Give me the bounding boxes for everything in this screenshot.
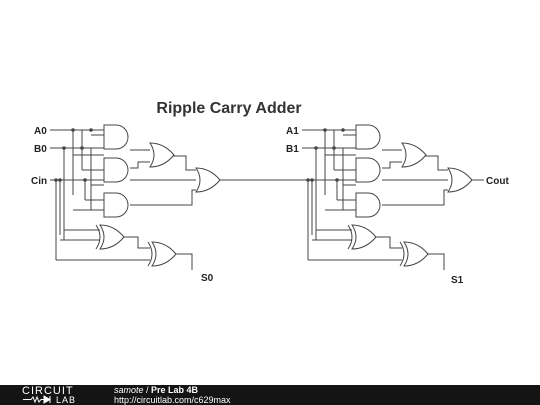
- wire: [124, 236, 193, 270]
- and-gate: [103, 192, 129, 218]
- circuitlab-logo[interactable]: CIRCUIT LAB: [22, 385, 102, 405]
- path-separator: /: [143, 385, 152, 395]
- and-gate: [355, 192, 381, 218]
- wire: [50, 129, 308, 261]
- xor-gate: [399, 241, 429, 267]
- output-label-s0: S0: [201, 273, 214, 284]
- wire: [376, 236, 445, 270]
- footer-title-line: samote / Pre Lab 4B: [114, 385, 198, 395]
- junction-dots: [54, 128, 93, 182]
- project-url-link[interactable]: http://circuitlab.com/c629max: [114, 395, 231, 405]
- full-adder-stage-0: A0 B0 Cin S0: [31, 124, 308, 284]
- or-gate: [149, 142, 175, 168]
- input-label-a1: A1: [286, 126, 299, 137]
- or-gate: [401, 142, 427, 168]
- xor-gate: [147, 241, 177, 267]
- or-gate: [195, 167, 221, 193]
- xor-gate: [95, 224, 125, 250]
- and-gate: [355, 157, 381, 183]
- footer-bar: CIRCUIT LAB samote / Pre Lab 4B http://c…: [0, 385, 540, 405]
- and-gate: [355, 124, 381, 150]
- diode-icon: [23, 395, 51, 404]
- output-label-cout: Cout: [486, 176, 509, 187]
- logo-text-bottom: LAB: [56, 395, 77, 405]
- diagram-title: Ripple Carry Adder: [156, 100, 301, 117]
- input-label-b0: B0: [34, 144, 47, 155]
- input-label-b1: B1: [286, 144, 299, 155]
- project-name[interactable]: Pre Lab 4B: [151, 385, 199, 395]
- input-label-cin: Cin: [31, 176, 47, 187]
- full-adder-stage-1: A1 B1 S1 Cout: [286, 124, 509, 286]
- xor-gate: [347, 224, 377, 250]
- input-label-a0: A0: [34, 126, 47, 137]
- and-gate: [103, 157, 129, 183]
- or-gate: [447, 167, 473, 193]
- logo-text-top: CIRCUIT: [22, 385, 74, 397]
- junction-dots: [306, 128, 345, 182]
- output-label-s1: S1: [451, 275, 464, 286]
- author-name[interactable]: samote: [114, 385, 144, 395]
- wire: [302, 129, 484, 261]
- and-gate: [103, 124, 129, 150]
